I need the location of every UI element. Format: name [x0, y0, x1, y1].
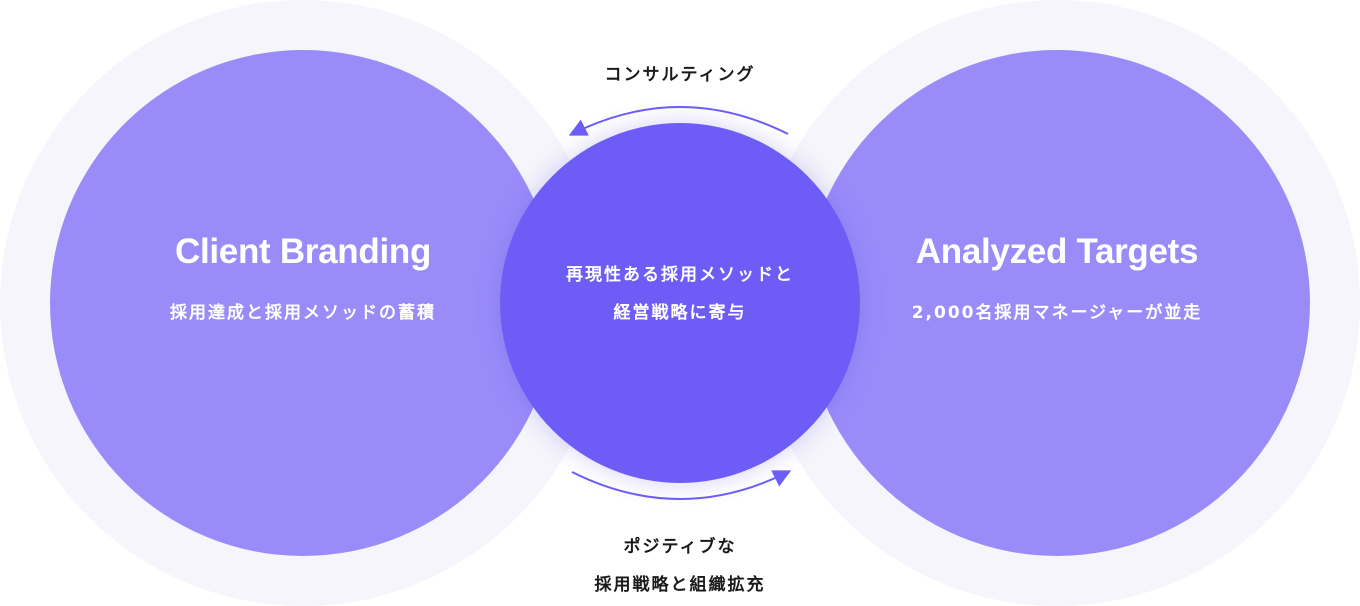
bottom-flow-arrow [571, 470, 792, 500]
bottom-flow-label-line-1: ポジティブな [623, 537, 737, 557]
center-text-line-2: 経営戦略に寄与 [613, 303, 747, 323]
top-flow-arrow [568, 106, 789, 136]
analyzed-targets-subtitle: 2,000名採用マネージャーが並走 [911, 302, 1203, 323]
analyzed-targets-title: Analyzed Targets [915, 231, 1199, 271]
analyzed-targets-circle: Analyzed Targets 2,000名採用マネージャーが並走 [804, 50, 1310, 556]
client-branding-title: Client Branding [174, 231, 432, 271]
client-branding-subtitle: 採用達成と採用メソッドの蓄積 [170, 302, 436, 323]
top-flow-label: コンサルティング [604, 65, 756, 85]
client-branding-circle: Client Branding 採用達成と採用メソッドの蓄積 [50, 50, 556, 556]
center-circle: 再現性ある採用メソッドと 経営戦略に寄与 [500, 123, 860, 483]
center-text-line-1: 再現性ある採用メソッドと [566, 265, 794, 285]
bottom-flow-label-line-2: 採用戦略と組織拡充 [594, 575, 766, 595]
